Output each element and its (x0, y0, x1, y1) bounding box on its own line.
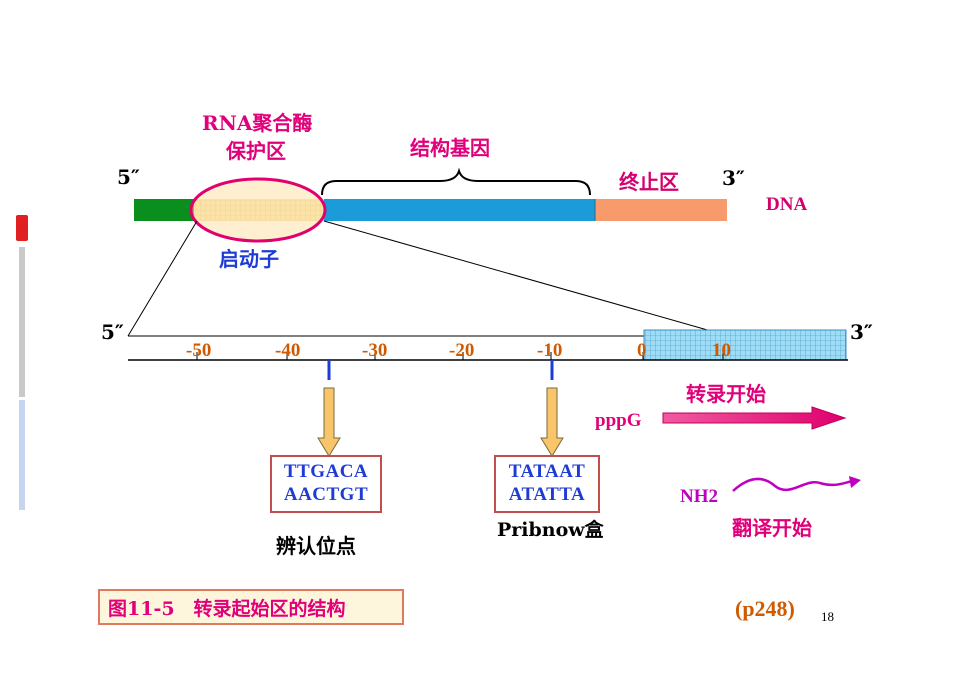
nh2-label: NH2 (680, 486, 718, 507)
minus35-sequence-line2: AACTGT (283, 484, 369, 505)
transcription-start-label: 转录开始 (686, 382, 766, 406)
minus35-sequence-line1: TTGACA (283, 461, 369, 482)
transcribed-region-grid (643, 329, 847, 361)
tick-label-minus50: -50 (186, 340, 212, 361)
dna-structural-gene-segment (324, 199, 595, 221)
minus10-sequence-line1: TATAAT (508, 461, 586, 482)
scale-tick-marks (196, 352, 724, 360)
minus10-down-arrow (540, 387, 564, 457)
five-prime-bottom-label: 5″ (101, 320, 124, 344)
tick-label-minus40: -40 (275, 340, 301, 361)
translation-start-label: 翻译开始 (732, 516, 812, 540)
structural-gene-brace (321, 167, 591, 196)
pppg-label: pppG (595, 410, 642, 431)
minus10-sequence-line2: ATATTA (508, 484, 586, 505)
structural-gene-label: 结构基因 (410, 136, 490, 160)
transcription-arrow (662, 406, 847, 430)
three-prime-top-label: 3″ (722, 166, 745, 190)
figure-caption: 图11-5 转录起始区的结构 (98, 589, 404, 625)
slide-number: 18 (821, 609, 834, 624)
three-prime-bottom-label: 3″ (850, 320, 873, 344)
tick-label-minus20: -20 (449, 340, 475, 361)
dna-terminator-segment (595, 199, 727, 221)
rna-polymerase-label-line1: RNA聚合酶 (202, 111, 313, 135)
translation-squiggle (732, 477, 853, 492)
page-reference: (p248) (735, 596, 795, 621)
terminator-label: 终止区 (619, 170, 679, 194)
rna-polymerase-label-line2: 保护区 (226, 139, 286, 163)
promoter-label: 启动子 (219, 247, 279, 271)
five-prime-top-label: 5″ (117, 165, 140, 189)
dna-promoter-segment (134, 199, 194, 221)
dna-label: DNA (766, 194, 808, 215)
tick-label-zero: 0 (637, 340, 647, 361)
recognition-site-label: 辨认位点 (276, 534, 356, 558)
minus10-sequence-box: TATAAT ATATTA (494, 455, 600, 513)
watermark-strip (16, 215, 28, 510)
zoom-line-right (323, 220, 719, 334)
translation-arrowhead (849, 476, 861, 488)
tick-label-minus10: -10 (537, 340, 563, 361)
minus35-sequence-box: TTGACA AACTGT (270, 455, 382, 513)
rna-polymerase-protection-ellipse (189, 177, 327, 243)
tick-label-minus30: -30 (362, 340, 388, 361)
zoom-line-left (127, 220, 198, 337)
pribnow-box-label: Pribnow盒 (497, 519, 604, 541)
tick-label-plus10: 10 (712, 340, 731, 361)
minus35-down-arrow (317, 387, 341, 457)
